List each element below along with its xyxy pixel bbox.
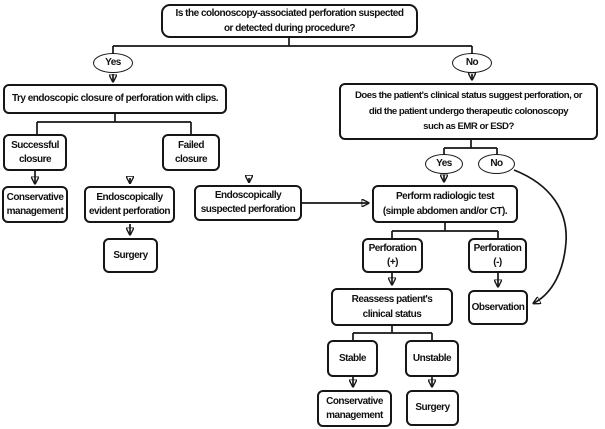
node-endoscopically-evident-perforation: Endoscopically evident perforation (84, 186, 175, 223)
node-conservative-management-left: Conservative management (2, 186, 68, 223)
node-root-question: Is the colonoscopy-associated perforatio… (161, 4, 418, 38)
connector-root-split (112, 36, 473, 54)
node-try-endoscopic-closure: Try endoscopic closure of perforation wi… (3, 84, 227, 114)
node-conservative-management-bottom: Conservative management (317, 390, 392, 427)
node-failed-closure: Failed closure (162, 134, 220, 171)
node-endoscopically-suspected-perforation: Endoscopically suspected perforation (194, 185, 302, 221)
connector-clinical-split (443, 140, 498, 155)
node-surgery-left: Surgery (103, 238, 158, 273)
node-stable: Stable (327, 340, 378, 377)
node-unstable: Unstable (405, 340, 459, 377)
node-clinical-yes-ellipse: Yes (425, 154, 463, 174)
node-branch-no-ellipse: No (452, 53, 492, 73)
connector-reassess-split (352, 326, 433, 341)
node-reassess-clinical-status: Reassess patient's clinical status (331, 288, 453, 326)
node-clinical-question: Does the patient's clinical status sugge… (339, 83, 598, 140)
node-observation: Observation (468, 290, 528, 325)
node-perforation-negative: Perforation (-) (468, 238, 527, 273)
connector-closure-split (36, 114, 192, 135)
node-clinical-no-ellipse: No (478, 154, 515, 174)
connector-radiologic-split (391, 223, 499, 239)
node-perforation-positive: Perforation (+) (362, 238, 423, 273)
node-surgery-bottom: Surgery (406, 390, 459, 426)
arrow-clinical-no-to-observation (513, 169, 567, 303)
node-branch-yes-ellipse: Yes (93, 53, 133, 73)
node-successful-closure: Successful closure (3, 134, 67, 171)
node-perform-radiologic-test: Perform radiologic test (simple abdomen … (372, 185, 518, 223)
